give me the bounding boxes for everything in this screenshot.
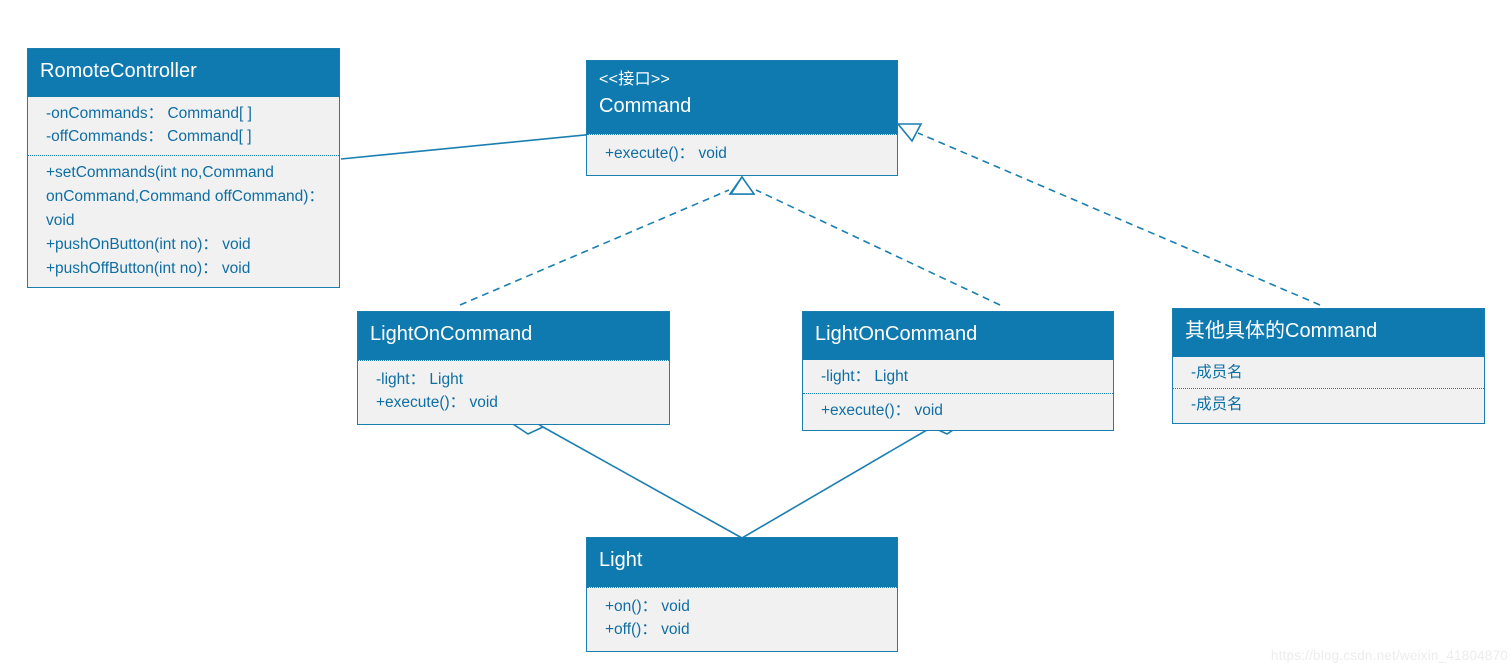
class-header-light-on-command-right: LightOnCommand: [803, 312, 1113, 360]
class-header-command: <<接口>> Command: [587, 61, 897, 135]
attributes-section-remote-controller: -onCommands： Command[ ] -offCommands： Co…: [28, 97, 339, 156]
class-header-remote-controller: RomoteController: [28, 49, 339, 97]
operation-row: +off()： void: [605, 621, 690, 639]
class-box-light-on-command-left[interactable]: LightOnCommand -light： Light +execute()：…: [357, 311, 670, 426]
attribute-row: -成员名: [1191, 363, 1243, 381]
edge-other-command-realizes-command: [896, 123, 1321, 306]
class-name-light-on-command-left: LightOnCommand: [370, 323, 533, 345]
class-name-light: Light: [599, 549, 643, 571]
class-header-light: Light: [587, 538, 897, 587]
edge-lightoncommand-left-realizes-command: [459, 175, 755, 306]
class-box-remote-controller[interactable]: RomoteController -onCommands： Command[ ]…: [27, 48, 340, 288]
class-box-other-command[interactable]: 其他具体的Command -成员名 -成员名: [1172, 308, 1485, 425]
operation-row: +execute()： void: [821, 402, 943, 420]
class-body-command: +execute()： void: [587, 134, 897, 175]
class-box-light[interactable]: Light +on()： void +off()： void: [586, 537, 898, 653]
edge-lightoncommand-left-aggregates-light: [511, 417, 743, 539]
attribute-row: -light： Light: [821, 367, 909, 385]
operation-row: +execute()： void: [376, 394, 498, 412]
operation-row: -成员名: [1191, 396, 1243, 414]
operations-section-other-command: -成员名: [1173, 388, 1484, 423]
operation-row: +on()： void: [605, 597, 690, 615]
class-name-command: Command: [599, 95, 692, 118]
operation-row: +execute()： void: [605, 145, 727, 163]
class-body-other-command: -成员名 -成员名: [1173, 356, 1484, 424]
operations-section-command: +execute()： void: [587, 134, 897, 175]
attributes-section-light-on-command-right: -light： Light: [803, 360, 1113, 394]
operation-row: +pushOnButton(int no)： void: [46, 235, 251, 253]
attribute-row: -offCommands： Command[ ]: [46, 128, 252, 146]
operations-section-remote-controller: +setCommands(int no,Command onCommand,Co…: [28, 155, 339, 286]
edge-lightoncommand-right-aggregates-light: [741, 417, 964, 539]
attributes-section-other-command: -成员名: [1173, 357, 1484, 389]
operation-row: +pushOffButton(int no)： void: [46, 259, 251, 277]
class-body-light-on-command-right: -light： Light +execute()： void: [803, 359, 1113, 431]
class-stereotype-command: <<接口>>: [599, 71, 671, 88]
class-name-light-on-command-right: LightOnCommand: [815, 323, 978, 345]
class-box-light-on-command-right[interactable]: LightOnCommand -light： Light +execute()：…: [802, 311, 1114, 432]
class-body-light: +on()： void +off()： void: [587, 586, 897, 652]
class-header-other-command: 其他具体的Command: [1173, 309, 1484, 357]
class-body-remote-controller: -onCommands： Command[ ] -offCommands： Co…: [28, 96, 339, 287]
attribute-row: -onCommands： Command[ ]: [46, 104, 252, 122]
class-name-other-command: 其他具体的Command: [1185, 320, 1378, 342]
attribute-row: -light： Light: [376, 370, 464, 388]
class-body-light-on-command-left: -light： Light +execute()： void: [358, 359, 669, 425]
operations-section-light-on-command-right: +execute()： void: [803, 393, 1113, 430]
class-box-command[interactable]: <<接口>> Command +execute()： void: [586, 60, 898, 176]
class-name-remote-controller: RomoteController: [40, 60, 197, 82]
class-header-light-on-command-left: LightOnCommand: [358, 312, 669, 360]
operation-row: +setCommands(int no,Command onCommand,Co…: [46, 164, 324, 230]
watermark-text: https://blog.csdn.net/weixin_41804870: [1270, 648, 1508, 663]
edge-lightoncommand-right-realizes-command: [729, 175, 1001, 306]
members-section-light-on-command-left: -light： Light +execute()： void: [358, 359, 669, 425]
operations-section-light: +on()： void +off()： void: [587, 586, 897, 652]
